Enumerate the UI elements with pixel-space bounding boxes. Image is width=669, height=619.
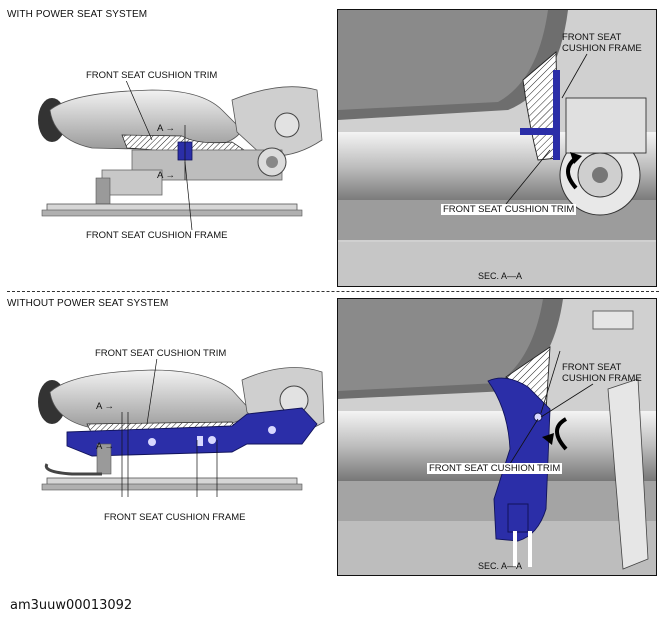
bottom-marker-upper: A →: [96, 401, 114, 412]
bottom-trim-label: FRONT SEAT CUSHION TRIM: [93, 348, 229, 359]
marker-letter: A: [157, 123, 163, 134]
arrow-right-icon: →: [165, 170, 175, 181]
bottom-detail-svg: [338, 299, 656, 575]
frame-label-line1: FRONT SEAT: [562, 32, 622, 43]
top-marker-upper: A →: [157, 123, 175, 134]
frame-label-line2: CUSHION FRAME: [562, 43, 642, 54]
top-detail-svg: [338, 10, 656, 286]
marker-letter: A: [96, 401, 102, 412]
bottom-section-label: SEC. A—A: [478, 561, 523, 571]
marker-letter: A: [157, 170, 163, 181]
top-seat-svg: [38, 77, 323, 230]
top-detail-trim-label: FRONT SEAT CUSHION TRIM: [441, 204, 577, 215]
bottom-header: WITHOUT POWER SEAT SYSTEM: [7, 298, 169, 309]
frame-label-line2: CUSHION FRAME: [562, 373, 642, 384]
top-header: WITH POWER SEAT SYSTEM: [7, 9, 148, 20]
bottom-detail-frame-label: FRONT SEAT CUSHION FRAME: [562, 362, 642, 384]
top-section-label: SEC. A—A: [478, 271, 523, 281]
marker-letter: A: [96, 441, 102, 452]
bottom-detail-panel: [337, 298, 657, 576]
arrow-right-icon: →: [104, 441, 114, 452]
figure-id: am3uuw00013092: [10, 598, 133, 613]
bottom-seat-illustration: [32, 352, 332, 504]
top-frame-label: FRONT SEAT CUSHION FRAME: [86, 230, 228, 241]
bottom-marker-lower: A →: [96, 441, 114, 452]
top-detail-frame-label: FRONT SEAT CUSHION FRAME: [562, 32, 642, 54]
arrow-right-icon: →: [165, 123, 175, 134]
arrow-right-icon: →: [104, 401, 114, 412]
bottom-frame-label: FRONT SEAT CUSHION FRAME: [104, 512, 246, 523]
frame-label-line1: FRONT SEAT: [562, 362, 622, 373]
curved-arrow-icon: [555, 417, 568, 451]
top-marker-lower: A →: [157, 170, 175, 181]
bottom-seat-svg: [38, 357, 325, 497]
top-trim-label: FRONT SEAT CUSHION TRIM: [84, 70, 220, 81]
bottom-detail-trim-label: FRONT SEAT CUSHION TRIM: [427, 463, 563, 474]
top-detail-panel: [337, 9, 657, 287]
section-divider: [7, 291, 659, 292]
top-seat-illustration: [32, 70, 332, 230]
